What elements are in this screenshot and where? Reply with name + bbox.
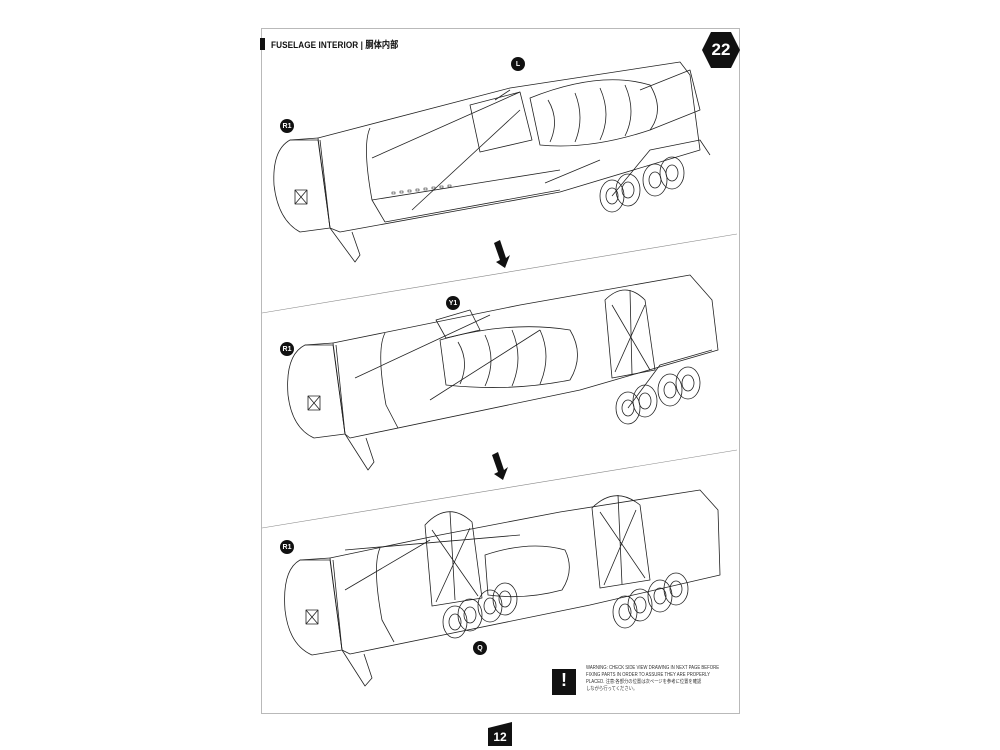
fuselage-drawing-2	[287, 274, 719, 471]
part-label-q: Q	[473, 641, 487, 655]
instruction-sheet	[261, 28, 740, 714]
warning-note: WARNING: CHECK SIDE VIEW DRAWING IN NEXT…	[552, 665, 738, 705]
header-marker	[260, 38, 265, 50]
step-number-hexagon	[702, 32, 740, 68]
fuselage-drawing-1	[273, 61, 711, 263]
panel-divider-2	[261, 449, 738, 529]
part-label-r1: R1	[280, 540, 294, 554]
warning-line: FIXING PARTS IN ORDER TO ASSURE THEY ARE…	[586, 672, 710, 678]
panel-divider-1	[261, 233, 738, 314]
warning-line: WARNING: CHECK SIDE VIEW DRAWING IN NEXT…	[586, 665, 720, 671]
section-header: FUSELAGE INTERIOR | 胴体内部	[260, 37, 419, 51]
section-title: FUSELAGE INTERIOR | 胴体内部	[271, 40, 399, 51]
warning-text: WARNING: CHECK SIDE VIEW DRAWING IN NEXT…	[586, 665, 746, 693]
warning-icon	[552, 669, 576, 695]
part-label-l: L	[511, 57, 525, 71]
part-label-r1: R1	[280, 119, 294, 133]
step-number: 22	[711, 40, 731, 59]
fuselage-drawing-3	[284, 489, 721, 687]
step-arrow-1	[494, 240, 510, 268]
warning-line: PLACED. 注意:各部分の位置は次ページを参考に位置を確認	[586, 679, 702, 685]
step-arrow-2	[492, 452, 508, 480]
page-number: 12	[488, 722, 512, 746]
part-label-y1: Y1	[446, 296, 460, 310]
warning-line: しながら行ってください。	[586, 686, 638, 692]
part-label-r1: R1	[280, 342, 294, 356]
